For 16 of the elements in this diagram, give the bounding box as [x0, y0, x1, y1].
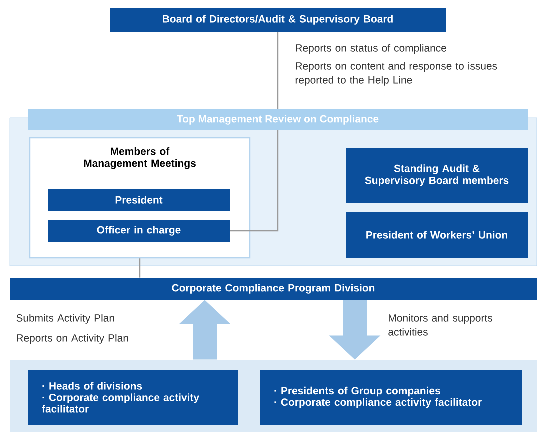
process-box: Standing Audit & Supervisory Board members — [346, 148, 528, 203]
note-text: Reports on Activity Plan — [17, 334, 128, 344]
process-box: · Heads of divisions · Corporate compliance activity facilitator — [28, 370, 238, 425]
heading-band: Top Management Review on Compliance — [28, 110, 528, 130]
process-box: Board of Directors/Audit & Supervisory Board — [110, 8, 446, 32]
process-box: President of Workers’ Union — [346, 212, 528, 258]
note-text: Reports on status of compliance — [296, 44, 446, 54]
note-text: Monitors and supports activities — [388, 314, 492, 336]
connector-line — [139, 258, 141, 278]
process-box: Corporate Compliance Program Division — [10, 278, 537, 300]
process-box: · Presidents of Group companies · Corporate compliance activity facilitator — [260, 370, 522, 425]
note-text: Submits Activity Plan — [16, 314, 114, 324]
process-box: President — [48, 189, 230, 211]
note-text: Reports on content and response to issues reported to the Help Line — [296, 62, 498, 86]
process-box: Officer in charge — [48, 220, 230, 242]
connector-line — [230, 32, 279, 232]
